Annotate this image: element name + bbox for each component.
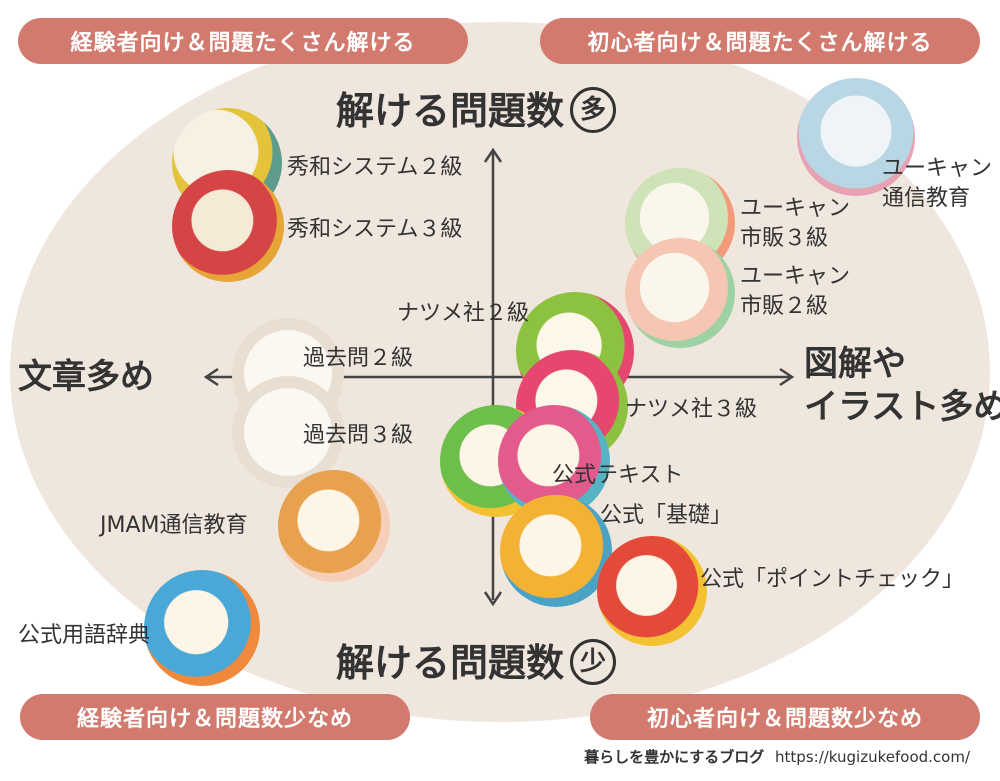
label-shuwa2: 秀和システム２級 [287,155,463,180]
arrow-left-icon [203,367,219,387]
axis-bottom-title: 解ける問題数少 [336,632,617,687]
axis-left-title: 文章多め [18,357,154,397]
arrow-right-icon [779,367,795,387]
footer-blog-name: 暮らしを豊かにするブログ [584,748,765,766]
arrow-down-icon [483,591,503,607]
label-ucan-shihan3: ユーキャン 市販３級 [740,194,850,253]
book-thumb-kakomon3 [232,376,344,488]
arrow-up-icon [483,147,503,163]
label-ucan-tsushin-line2: 通信教育 [882,185,971,211]
axis-right-title: 図解や イラスト多め [804,343,1000,428]
axis-top-badge: 多 [570,87,617,133]
label-ucan-tsushin: ユーキャン 通信教育 [882,154,992,213]
corner-bottom-right: 初心者向け＆問題数少なめ [590,694,980,740]
label-ucan-tsushin-line1: ユーキャン [882,156,993,181]
label-official-text: 公式テキスト [552,463,684,488]
label-ucan-shihan2-line2: 市販２級 [740,293,829,319]
label-kakomon2: 過去問２級 [303,346,414,371]
label-ucan-shihan3-line1: ユーキャン [740,196,851,221]
axis-right-line2: イラスト多め [804,386,1000,427]
book-thumb-ucan-tsushin [797,78,915,196]
axis-right-line1: 図解や [804,344,906,384]
book-thumb-jmam [278,470,390,582]
book-thumb-official-dict [144,570,260,686]
label-shuwa3: 秀和システム３級 [287,217,463,242]
corner-top-right: 初心者向け＆問題たくさん解ける [540,18,980,64]
label-official-point: 公式「ポイントチェック」 [700,567,965,592]
label-official-dict: 公式用語辞典 [18,623,151,648]
label-official-kiso: 公式「基礎」 [600,503,733,528]
footer: 暮らしを豊かにするブログ https://kugizukefood.com/ [584,746,970,767]
axis-bottom-badge: 少 [570,639,617,685]
book-thumb-official-kiso [500,495,612,607]
corner-top-left: 経験者向け＆問題たくさん解ける [18,18,468,64]
axis-bottom-label: 解ける問題数 [336,641,565,685]
label-ucan-shihan2: ユーキャン 市販２級 [740,262,850,321]
axis-top-label: 解ける問題数 [336,89,565,133]
label-natsume2: ナツメ社２級 [397,301,530,326]
label-ucan-shihan2-line1: ユーキャン [740,264,851,289]
corner-bottom-left: 経験者向け＆問題数少なめ [20,694,410,740]
axis-top-title: 解ける問題数多 [336,80,617,135]
book-thumb-official-point [597,536,707,646]
book-thumb-shuwa3 [172,170,284,282]
label-kakomon3: 過去問３級 [303,423,414,448]
footer-url: https://kugizukefood.com/ [775,748,970,766]
book-thumb-ucan-shihan2 [625,238,735,348]
label-natsume3: ナツメ社３級 [625,397,758,422]
label-jmam: JMAM通信教育 [100,513,248,538]
label-ucan-shihan3-line2: 市販３級 [740,225,829,251]
